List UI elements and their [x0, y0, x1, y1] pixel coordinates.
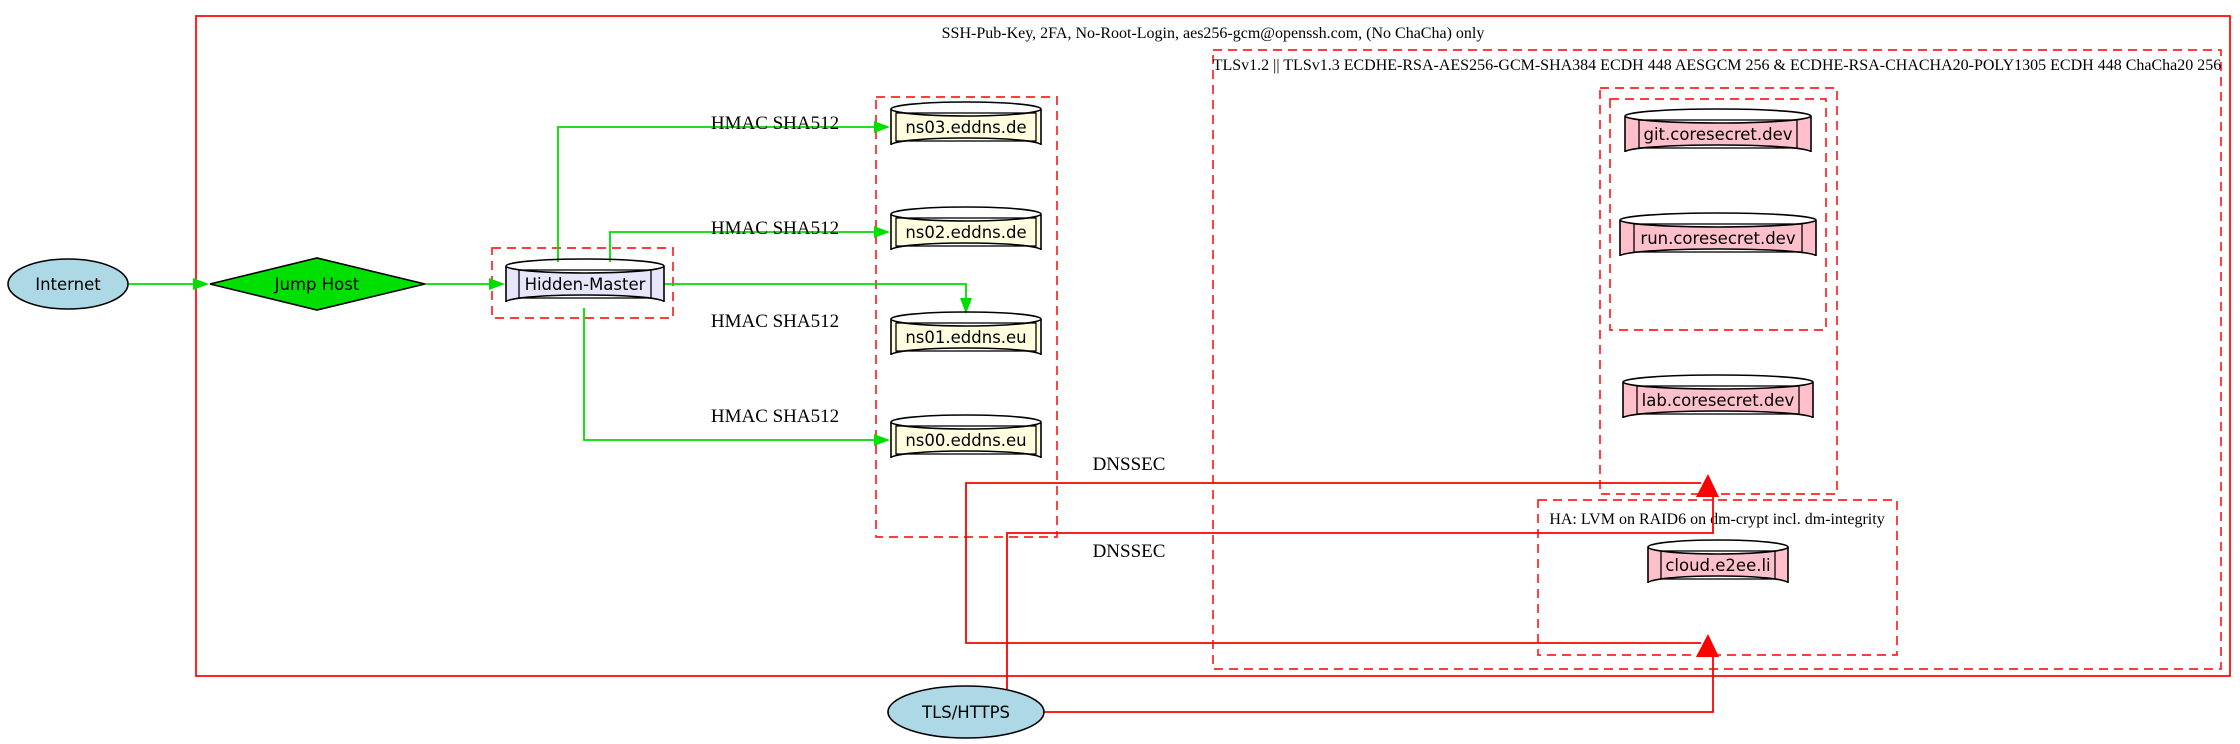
- arrowhead-ns02: [874, 226, 890, 238]
- hiddenmaster-to-ns03-edge: [557, 126, 874, 262]
- lab-cylinder: [1622, 381, 1814, 419]
- ns00-cylinder-cap: [890, 414, 1042, 423]
- cloud-cylinder: [1647, 546, 1789, 584]
- tls-to-services-edge: [1006, 492, 1714, 689]
- nameserver-cluster-box: [875, 96, 1058, 538]
- arrowhead-ns00: [874, 434, 890, 446]
- cloud-label: cloud.e2ee.li: [1665, 556, 1770, 575]
- hmac-label-ns03: HMAC SHA512: [711, 113, 839, 134]
- ns03-label-box: [895, 112, 1037, 142]
- ns01-label-box: [895, 322, 1037, 352]
- ns01-label: ns01.eddns.eu: [905, 328, 1026, 347]
- node-cloud: cloud.e2ee.li: [1647, 539, 1789, 584]
- hiddenmaster-to-ns01-edge: [664, 283, 967, 298]
- hmac-label-ns01: HMAC SHA512: [711, 311, 839, 332]
- arrowhead-hiddenmaster: [489, 278, 505, 290]
- ns00-label: ns00.eddns.eu: [905, 431, 1026, 450]
- ns02-cylinder: [890, 213, 1042, 251]
- node-lab: lab.coresecret.dev: [1622, 374, 1814, 419]
- ha-cluster-label: HA: LVM on RAID6 on dm-crypt incl. dm-in…: [1549, 511, 1884, 528]
- node-ns02: ns02.eddns.de: [890, 206, 1042, 251]
- node-hidden-master: Hidden-Master: [505, 258, 665, 303]
- tls-https-label: TLS/HTTPS: [921, 703, 1010, 722]
- hiddenmaster-to-ns00-edge: [583, 308, 874, 441]
- node-run: run.coresecret.dev: [1619, 212, 1817, 257]
- run-cylinder: [1619, 219, 1817, 257]
- red-edges: [965, 482, 1714, 713]
- ns03-cylinder-cap: [890, 101, 1042, 110]
- dnssec-label-2: DNSSEC: [1093, 541, 1166, 562]
- ssh-outer-cluster-box: [195, 15, 2231, 677]
- git-label-box: [1638, 119, 1798, 149]
- hmac-label-ns02: HMAC SHA512: [711, 218, 839, 239]
- arrowhead-ns03: [874, 121, 890, 133]
- ns03-cylinder: [890, 108, 1042, 146]
- node-git: git.coresecret.dev: [1624, 108, 1812, 153]
- cloud-label-box: [1660, 550, 1776, 580]
- arrowhead-into-ha-cluster: [1696, 634, 1719, 657]
- ns01-cylinder-cap: [890, 311, 1042, 320]
- lab-label: lab.coresecret.dev: [1642, 391, 1795, 410]
- hidden-master-cylinder: [505, 265, 665, 303]
- node-ns01: ns01.eddns.eu: [890, 311, 1042, 356]
- git-label: git.coresecret.dev: [1643, 125, 1792, 144]
- internet-label: Internet: [35, 275, 101, 294]
- jump-host-diamond: [209, 257, 426, 311]
- run-label-box: [1633, 223, 1803, 253]
- node-jump-host: Jump Host: [209, 257, 426, 311]
- dnssec-label-1: DNSSEC: [1093, 454, 1166, 475]
- dnssec-edges-path: [965, 482, 1701, 644]
- node-ns03: ns03.eddns.de: [890, 101, 1042, 146]
- hidden-master-cylinder-cap: [505, 258, 665, 267]
- ns03-label: ns03.eddns.de: [905, 118, 1026, 137]
- green-edges: [128, 126, 967, 441]
- ns00-label-box: [895, 425, 1037, 455]
- hidden-master-label-box: [518, 269, 652, 299]
- run-label: run.coresecret.dev: [1640, 229, 1795, 248]
- hmac-label-ns00: HMAC SHA512: [711, 406, 839, 427]
- jump-host-label: Jump Host: [274, 275, 360, 294]
- arrowhead-jumphost: [193, 278, 209, 290]
- services-cluster-box: [1599, 87, 1838, 495]
- hidden-master-label: Hidden-Master: [525, 275, 646, 294]
- lab-cylinder-cap: [1622, 374, 1814, 383]
- ns02-cylinder-cap: [890, 206, 1042, 215]
- tls-to-ha-edge: [1044, 652, 1714, 713]
- ssh-cluster-label: SSH-Pub-Key, 2FA, No-Root-Login, aes256-…: [942, 25, 1485, 42]
- arrowhead-into-services-cluster: [1696, 474, 1719, 497]
- internet-ellipse: [7, 258, 129, 310]
- tls-cluster-box: [1212, 49, 2222, 670]
- tls-https-ellipse: [887, 685, 1045, 739]
- green-arrowheads: [193, 121, 972, 446]
- cloud-cylinder-cap: [1647, 539, 1789, 548]
- ns01-cylinder: [890, 318, 1042, 356]
- git-cylinder: [1624, 115, 1812, 153]
- git-run-cluster-box: [1609, 98, 1827, 331]
- node-ns00: ns00.eddns.eu: [890, 414, 1042, 459]
- ns02-label-box: [895, 217, 1037, 247]
- git-cylinder-cap: [1624, 108, 1812, 117]
- ns02-label: ns02.eddns.de: [905, 223, 1026, 242]
- tls-cluster-label: TLSv1.2 || TLSv1.3 ECDHE-RSA-AES256-GCM-…: [1213, 57, 2222, 74]
- lab-label-box: [1636, 385, 1800, 415]
- node-tls-https: TLS/HTTPS: [887, 685, 1045, 739]
- arrowhead-ns01: [960, 298, 972, 314]
- hiddenmaster-to-ns02-edge: [609, 231, 874, 262]
- run-cylinder-cap: [1619, 212, 1817, 221]
- node-internet: Internet: [7, 258, 129, 310]
- ns00-cylinder: [890, 421, 1042, 459]
